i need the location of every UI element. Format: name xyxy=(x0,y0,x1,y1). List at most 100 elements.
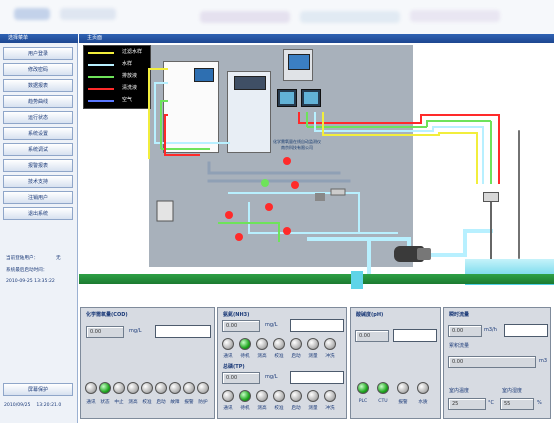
nh3-value: 0.00 xyxy=(222,320,260,332)
start-time-value: 2010-09-25 13:35:22 xyxy=(6,279,55,284)
sidebar-item-system-debug[interactable]: 系统调试 xyxy=(3,143,73,156)
cod-lamp-label-high: 测高 xyxy=(128,400,138,405)
flow-title: 瞬时流量 xyxy=(449,312,470,318)
nh3-lamp-label-calib: 校准 xyxy=(274,354,284,359)
legend-label-cleaning: 清洗液 xyxy=(122,85,138,91)
cod-lamp-label-calib: 校准 xyxy=(142,400,152,405)
sidebar-item-run-status[interactable]: 运行状态 xyxy=(3,111,73,124)
tp-lamp-label-high: 测高 xyxy=(257,406,267,411)
cod-analyzer-screen xyxy=(194,68,214,82)
total-flow-unit: m3 xyxy=(539,358,548,364)
total-flow-value: 0.00 xyxy=(448,356,536,368)
sidebar-item-system-settings[interactable]: 系统设置 xyxy=(3,127,73,140)
nh3-lamp-calib xyxy=(273,338,285,350)
flow-display-2 xyxy=(301,89,321,107)
sample-well xyxy=(351,271,363,289)
ph-meter[interactable] xyxy=(283,49,313,81)
main-header: 主页面 xyxy=(79,34,554,43)
tp-unit: mg/L xyxy=(265,374,278,380)
cod-lamp-alarm xyxy=(183,382,195,394)
nh3-lamp-label-high: 测高 xyxy=(257,354,267,359)
current-user-value: 无 xyxy=(56,256,61,261)
ph-panel: 酸碱度(pH) 0.00 PLC CTU 报警 水质 xyxy=(350,307,441,419)
tp-lamp-label-comm: 通讯 xyxy=(223,406,233,411)
cod-input-box[interactable] xyxy=(155,325,211,338)
sidebar-item-alarm-report[interactable]: 报警报表 xyxy=(3,159,73,172)
legend-label-filtered-water: 过滤水样 xyxy=(122,49,143,55)
flow-display-1 xyxy=(277,89,297,107)
water-pump[interactable] xyxy=(394,246,424,262)
ph-lamp-ctu xyxy=(377,382,389,394)
legend-line-air xyxy=(88,100,114,102)
cod-lamp-label-start: 启动 xyxy=(156,400,166,405)
flow-panel: 瞬时流量 0.00 m3/h 累积流量 0.00 m3 室内温度 室内湿度 25… xyxy=(443,307,551,419)
sidebar-item-change-password[interactable]: 修改密码 xyxy=(3,63,73,76)
nh3-lamp-start xyxy=(290,338,302,350)
indoor-humidity-value: 55 xyxy=(500,398,534,410)
footer-date: 2010/09/25 13:20:21.0 xyxy=(4,403,62,408)
nh3-input-box[interactable] xyxy=(290,319,344,332)
tp-lamp-start xyxy=(290,390,302,402)
start-time-label: 系统最后启动时间： xyxy=(6,268,48,273)
ph-lamp-label-plc: PLC xyxy=(358,399,368,404)
cod-lamp-label-guard: 防护 xyxy=(198,400,208,405)
ph-lamp-plc xyxy=(357,382,369,394)
flow-meter xyxy=(483,192,499,202)
cod-lamp-comm xyxy=(85,382,97,394)
pump-motor xyxy=(417,248,431,260)
tp-lamp-standby xyxy=(239,390,251,402)
tp-lamp-label-calib: 校准 xyxy=(274,406,284,411)
cod-analyzer[interactable] xyxy=(163,61,219,153)
total-flow-label: 累积流量 xyxy=(449,343,470,349)
tp-input-box[interactable] xyxy=(290,371,344,384)
ph-title: 酸碱度(pH) xyxy=(356,312,384,318)
sidebar-item-tech-support[interactable]: 技术支持 xyxy=(3,175,73,188)
nh3-lamp-high xyxy=(256,338,268,350)
indoor-humidity-unit: % xyxy=(537,400,542,406)
tp-lamp-label-rinse: 冲洗 xyxy=(325,406,335,411)
nh3-tp-panel: 氨氮(NH3) 0.00 mg/L 通讯 待机 测高 校准 启动 测量 冲洗 总… xyxy=(217,307,347,419)
cod-lamp-label-comm: 通讯 xyxy=(86,400,96,405)
sidebar-item-exit[interactable]: 退出系统 xyxy=(3,207,73,220)
tp-lamp-label-standby: 待机 xyxy=(240,406,250,411)
cod-lamp-label-fault: 故障 xyxy=(170,400,180,405)
nh3-unit: mg/L xyxy=(265,322,278,328)
indoor-temp-value: 25 xyxy=(448,398,486,410)
cod-lamp-status xyxy=(99,382,111,394)
sidebar-item-login[interactable]: 用户登录 xyxy=(3,47,73,60)
cod-lamp-high xyxy=(127,382,139,394)
sidebar-item-trend-curve[interactable]: 趋势曲线 xyxy=(3,95,73,108)
nh3-lamp-label-start: 启动 xyxy=(291,354,301,359)
sidebar-item-data-report[interactable]: 数据报表 xyxy=(3,79,73,92)
tp-lamp-label-start: 启动 xyxy=(291,406,301,411)
tp-lamp-measure xyxy=(307,390,319,402)
legend-label-water: 水样 xyxy=(122,61,133,67)
ph-lamp-label-quality: 水质 xyxy=(418,400,428,405)
nh3-analyzer[interactable] xyxy=(227,71,271,153)
screen-saver-button[interactable]: 屏幕保护 xyxy=(3,383,73,396)
cod-lamp-label-status: 状态 xyxy=(100,400,110,405)
flow-unit: m3/h xyxy=(484,327,497,333)
ph-value: 0.00 xyxy=(355,330,389,342)
nh3-lamp-label-comm: 通讯 xyxy=(223,354,233,359)
cod-lamp-fault xyxy=(169,382,181,394)
flow-input-box[interactable] xyxy=(504,324,548,337)
cod-lamp-label-alarm: 报警 xyxy=(184,400,194,405)
indoor-humidity-label: 室内湿度 xyxy=(502,388,523,394)
cod-value: 0.00 xyxy=(86,326,124,338)
cod-panel: 化学需氧量(COD) 0.00 mg/L 通讯 状态 中止 测高 校准 启动 故… xyxy=(80,307,215,419)
legend-label-discharge: 排放液 xyxy=(122,73,138,79)
nh3-lamp-label-standby: 待机 xyxy=(240,354,250,359)
cod-lamp-calib xyxy=(141,382,153,394)
ph-lamp-label-alarm: 报警 xyxy=(398,400,408,405)
ph-input-box[interactable] xyxy=(393,329,437,342)
indoor-temp-label: 室内温度 xyxy=(449,388,470,394)
legend-label-air: 空气 xyxy=(122,97,133,103)
ground-strip xyxy=(79,274,554,284)
company-line-1: 化学需氧量在线自动监测仪 xyxy=(273,139,321,144)
sidebar-item-logout-user[interactable]: 注销用户 xyxy=(3,191,73,204)
legend-line-water xyxy=(88,64,114,66)
legend-line-cleaning xyxy=(88,88,114,90)
title-bar xyxy=(0,0,554,34)
tp-lamp-comm xyxy=(222,390,234,402)
